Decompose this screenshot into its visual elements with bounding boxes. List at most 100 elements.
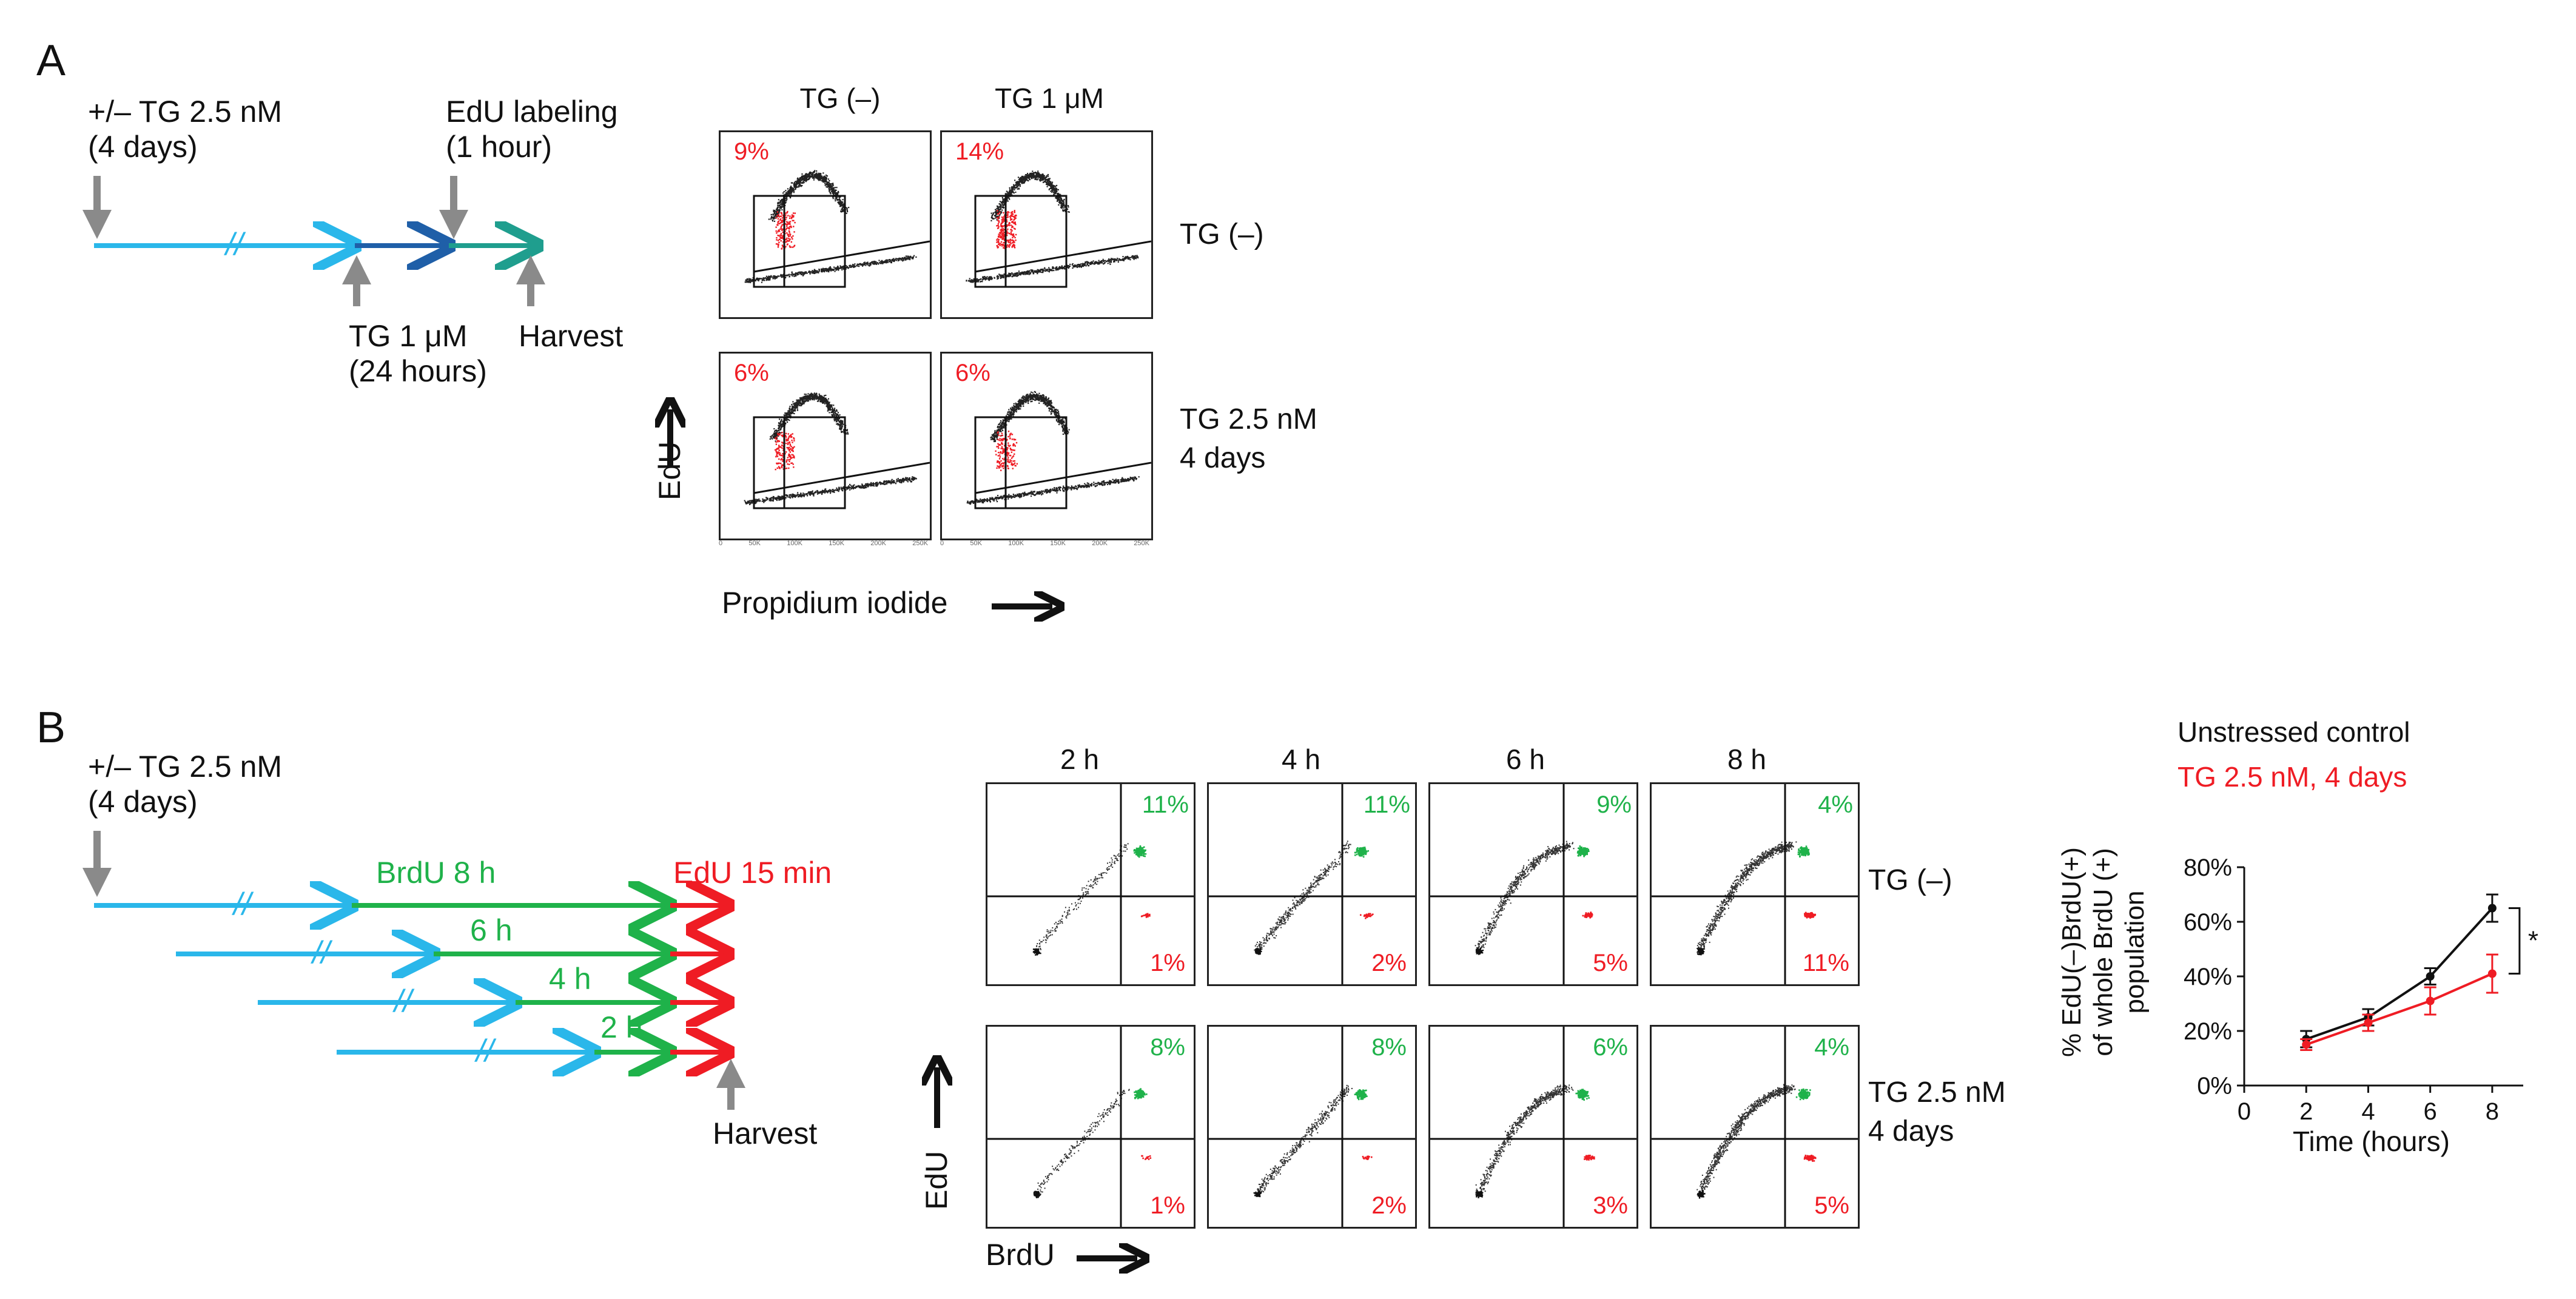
panel-b-flow-plot: 11% 1% (986, 782, 1196, 986)
panel-b-flow-plot: 11% 2% (1207, 782, 1417, 986)
panel-b-timeline-row-4h: // (258, 984, 725, 1019)
panel-b-green-percent: 8% (1150, 1034, 1185, 1061)
panel-b-brdu-4h-label: 4 h (549, 962, 591, 996)
panel-b-red-percent: 1% (1150, 950, 1185, 976)
x-tick: 250K (1134, 540, 1149, 547)
panel-b-green-percent: 8% (1371, 1034, 1407, 1061)
panel-b-red-percent: 2% (1371, 1192, 1407, 1219)
series-line (2305, 972, 2493, 1046)
significance-bracket (2508, 907, 2521, 975)
panel-a-flow-plot: 6% (940, 352, 1153, 540)
panel-a-pretreat-line1: +/– TG 2.5 nM (88, 95, 283, 129)
x-tick: 50K (970, 540, 982, 547)
flow-events (1697, 1084, 1817, 1199)
series-tg (2300, 953, 2498, 1051)
chart-y-tick-label: 60% (2184, 909, 2232, 936)
legend-entry-control: Unstressed control (2177, 716, 2410, 748)
flow-gate (753, 416, 846, 509)
panel-a-x-ticks-left: 0 50K 100K 150K 200K 250K (719, 540, 928, 552)
x-tick: 200K (870, 540, 886, 547)
panel-a-tg-line2: (24 hours) (349, 354, 487, 388)
panel-b-pretreat-line2: (4 days) (88, 785, 198, 819)
panel-a-x-axis-label: Propidium iodide (722, 586, 948, 620)
panel-a-pretreat-line2: (4 days) (88, 130, 198, 164)
significance-star: * (2528, 926, 2538, 956)
flow-gate-divider (975, 240, 1151, 273)
flow-events (744, 170, 917, 283)
panel-a-flow-plot: 9% (719, 130, 932, 319)
panel-b-red-percent: 2% (1371, 950, 1407, 976)
panel-b-timeline-row-6h: // (176, 935, 725, 970)
panel-b-flow-canvas (1652, 1027, 1858, 1227)
panel-a-letter: A (36, 36, 66, 85)
panel-a-flow-canvas (966, 391, 1151, 509)
flow-events (1254, 841, 1374, 955)
panel-a-gate-percent: 14% (955, 138, 1004, 165)
panel-a-edu-line2: (1 hour) (446, 130, 553, 164)
x-tick: 250K (912, 540, 928, 547)
panel-a-flow-plot: 14% (940, 130, 1153, 319)
panel-b-green-percent: 4% (1814, 1034, 1849, 1061)
panel-b-row-label-2: TG 2.5 nM 4 days (1868, 1073, 2006, 1151)
flow-events (966, 170, 1139, 283)
data-point (2487, 969, 2497, 978)
panel-b-letter: B (36, 703, 66, 752)
chart-y-tick-label: 80% (2184, 854, 2232, 881)
panel-a-row-label-2-line1: TG 2.5 nM (1180, 403, 1317, 435)
flow-events (744, 392, 917, 505)
panel-b-flow-plot: 4% 11% (1650, 782, 1860, 986)
panel-a-col-header-2: TG 1 μM (995, 82, 1104, 114)
panel-a-harvest-label: Harvest (519, 319, 624, 353)
panel-b-x-axis-label: BrdU (986, 1238, 1055, 1272)
panel-b-brdu-2h-label: 2 h (600, 1010, 643, 1044)
x-tick: 200K (1092, 540, 1108, 547)
data-point (2487, 904, 2497, 913)
chart-y-tick-label: 40% (2184, 964, 2232, 990)
flow-gate-divider (753, 462, 930, 494)
panel-b-brdu-6h-label: 6 h (470, 913, 513, 947)
panel-b-flow-canvas (1430, 784, 1636, 984)
legend-entry-tg: TG 2.5 nM, 4 days (2177, 761, 2407, 793)
panel-a-col-header-1: TG (–) (799, 82, 881, 114)
panel-a-flow-canvas (966, 170, 1151, 288)
panel-b-flow-plot: 4% 5% (1650, 1025, 1860, 1229)
flow-events (966, 391, 1140, 505)
panel-b-col-header-1: 2 h (1060, 743, 1099, 775)
chart-y-label-line3: population (2120, 890, 2150, 1014)
x-tick: 0 (940, 540, 944, 547)
flow-gate (753, 195, 846, 288)
data-point (2364, 1018, 2373, 1027)
panel-b-flow-canvas (1209, 784, 1415, 984)
panel-b-red-percent: 3% (1593, 1192, 1628, 1219)
chart-legend: Unstressed control TG 2.5 nM, 4 days (2177, 710, 2410, 799)
panel-b-edu-label: EdU 15 min (673, 856, 832, 890)
flow-gate (974, 195, 1068, 288)
panel-b-brdu-8h-label: BrdU 8 h (376, 856, 496, 890)
panel-b-red-percent: 5% (1593, 950, 1628, 976)
data-point (2426, 996, 2435, 1005)
chart-x-tick-label: 6 (2424, 1098, 2437, 1125)
panel-b-row-label-2-line2: 4 days (1868, 1115, 1954, 1147)
panel-a-pretreat-label: +/– TG 2.5 nM (4 days) (88, 94, 282, 164)
panel-a-tg-line1: TG 1 μM (349, 319, 468, 353)
panel-b-green-percent: 4% (1818, 791, 1853, 818)
panel-a-gate-percent: 6% (734, 360, 769, 386)
chart-x-axis-label: Time (hours) (2293, 1126, 2450, 1157)
chart-y-label-line2: of whole BrdU (+) (2088, 848, 2118, 1056)
flow-gate (974, 416, 1068, 509)
series-control (2300, 893, 2498, 1049)
panel-b-red-percent: 11% (1802, 950, 1849, 976)
panel-b-row-label-1: TG (–) (1868, 864, 1952, 896)
panel-b-red-percent: 1% (1150, 1192, 1185, 1219)
svg-text://: // (392, 984, 414, 1019)
panel-a-gate-percent: 6% (955, 360, 990, 386)
panel-b-harvest-label: Harvest (713, 1116, 818, 1150)
panel-b-timeline-row-8h: // (94, 887, 725, 922)
x-tick: 50K (748, 540, 761, 547)
flow-events (1032, 843, 1151, 956)
panel-a-x-ticks-right: 0 50K 100K 150K 200K 250K (940, 540, 1149, 552)
flow-gate-divider (753, 240, 930, 273)
panel-b-flow-plot: 9% 5% (1428, 782, 1638, 986)
chart-y-label-line1: % EdU(–)BrdU(+) (2057, 847, 2087, 1057)
svg-text://: // (474, 1033, 496, 1069)
